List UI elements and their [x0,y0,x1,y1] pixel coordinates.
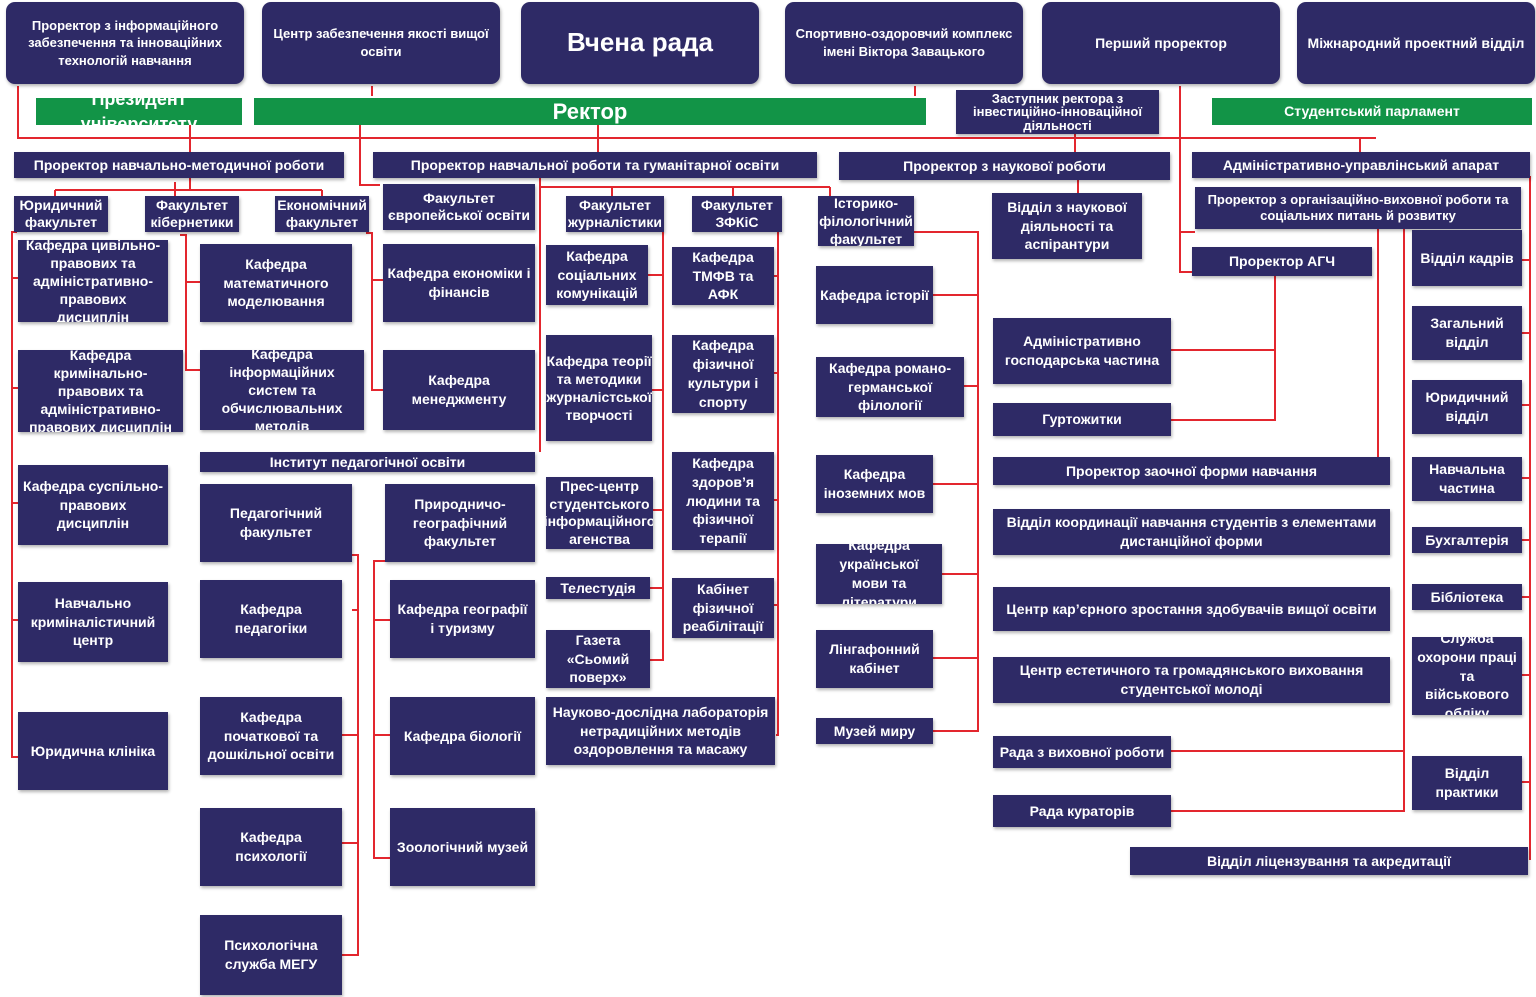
box-k-infosys: Кафедра інформаційних систем та обчислюв… [200,350,364,430]
box-k-econfin: Кафедра економіки і фінансів [383,244,535,322]
box-k-health: Кафедра здоров’я людини та фізичної тера… [672,452,774,550]
box-k-psych: Кафедра психології [200,808,342,886]
box-fac-zfkis: Факультет ЗФКіС [692,196,782,232]
box-curators-council: Рада кураторів [993,795,1171,827]
box-edu-part: Навчальна частина [1412,457,1522,501]
box-dormitories: Гуртожитки [993,403,1171,436]
box-labor-service: Служба охорони праці та військового облі… [1412,637,1522,715]
box-k-primary: Кафедра початкової та дошкільної освіти [200,697,342,775]
box-law-clinic: Юридична клініка [18,712,168,790]
box-practice-dept: Відділ практики [1412,756,1522,810]
box-aesthetic-center: Центр естетичного та громадянського вихо… [993,657,1390,703]
box-k-bio: Кафедра біології [390,697,535,775]
box-first-prorector: Перший проректор [1042,2,1280,84]
box-inst-ped: Інститут педагогічної освіти [200,452,535,472]
box-k-physcult: Кафедра фізичної культури і спорту [672,335,774,413]
box-zoo-museum: Зоологічний музей [390,808,535,886]
box-prorector-method: Проректор навчально-методичної роботи [14,152,344,178]
box-dept-distance: Відділ координації навчання студентів з … [993,509,1390,555]
box-tv-studio: Телестудія [546,577,650,599]
box-licensing-dept: Відділ ліцензування та акредитації [1130,847,1528,875]
box-newspaper: Газета «Сьомий поверх» [546,630,650,688]
box-sport-complex: Спортивно-оздоровчий комплекс імені Вікт… [785,2,1023,84]
box-library: Бібліотека [1412,584,1522,610]
box-deputy-invest: Заступник ректора з інвестиційно-інновац… [956,90,1159,134]
box-rector: Ректор [254,98,926,125]
box-fac-ped: Педагогічний факультет [200,484,352,562]
box-peace-museum: Музей миру [816,718,933,744]
box-k-history: Кафедра історії [816,266,933,324]
box-fac-europe: Факультет європейської освіти [383,184,535,230]
box-admin-apparatus: Адміністративно-управлінський апарат [1192,152,1530,178]
box-k-criminal: Кафедра кримінально-правових та адмініст… [18,350,183,432]
box-research-lab: Науково-дослідна лабораторія нетрадиційн… [546,697,775,765]
box-fac-cyber: Факультет кібернетики [145,196,239,232]
box-k-journtheory: Кафедра теорії та методики журналістсько… [546,335,652,441]
box-student-parliament: Студентський парламент [1212,98,1532,125]
box-intl-dept: Міжнародний проектний відділ [1297,2,1535,84]
box-k-soccom: Кафедра соціальних комунікацій [546,245,648,305]
box-prorector-org: Проректор з організаційно-виховної робот… [1195,187,1521,229]
box-k-social-law: Кафедра суспільно-правових дисциплін [18,465,168,545]
box-edu-council: Рада з виховної роботи [993,736,1171,768]
box-press-center: Прес-центр студентського інформаційного … [546,477,653,549]
box-k-romgerm: Кафедра романо-германської філології [816,357,964,417]
box-career-center: Центр кар’єрного зростання здобувачів ви… [993,587,1390,631]
box-cab-rehab: Кабінет фізичної реабілітації [672,578,774,638]
box-ling-cab: Лінгафонний кабінет [816,630,933,688]
box-k-foreign: Кафедра іноземних мов [816,455,933,513]
box-president: Президент університету [36,98,242,125]
box-k-ped: Кафедра педагогіки [200,580,342,658]
box-prorector-agch: Проректор АГЧ [1192,247,1372,276]
box-hr: Відділ кадрів [1412,230,1522,286]
box-center-quality: Центр забезпечення якості вищої освіти [262,2,500,84]
box-fac-histphil: Історико-філологічний факультет [818,196,914,246]
box-academic-council: Вчена рада [521,2,759,84]
box-k-ukr: Кафедра української мови та літератури [816,544,942,604]
box-fac-law: Юридичний факультет [14,196,108,232]
box-k-math: Кафедра математичного моделювання [200,244,352,322]
box-prorector-humanit: Проректор навчальної роботи та гуманітар… [373,152,817,178]
box-prorector-distance: Проректор заочної форми навчання [993,457,1390,485]
box-psych-service: Психологічна служба МЕГУ [200,915,342,995]
box-k-geo: Кафедра географії і туризму [390,580,535,658]
box-k-tmfv: Кафедра ТМФВ та АФК [672,247,774,305]
box-k-mgmt: Кафедра менеджменту [383,350,535,430]
box-prorector-info: Проректор з інформаційного забезпечення … [6,2,244,84]
box-fac-econ: Економічний факультет [275,196,369,232]
box-accounting: Бухгалтерія [1412,527,1522,553]
box-general-dept: Загальний відділ [1412,306,1522,360]
box-legal-dept: Юридичний відділ [1412,380,1522,434]
box-fac-natgeo: Природничо-географічний факультет [385,484,535,562]
box-dept-science: Відділ з наукової діяльності та аспірант… [992,193,1142,259]
box-admin-econ: Адміністративно господарська частина [993,318,1171,384]
box-crim-center: Навчально криміналістичний центр [18,582,168,662]
box-fac-journ: Факультет журналістики [566,196,664,232]
box-prorector-science: Проректор з наукової роботи [839,152,1170,180]
box-k-civil: Кафедра цивільно-правових та адміністрат… [18,240,168,322]
